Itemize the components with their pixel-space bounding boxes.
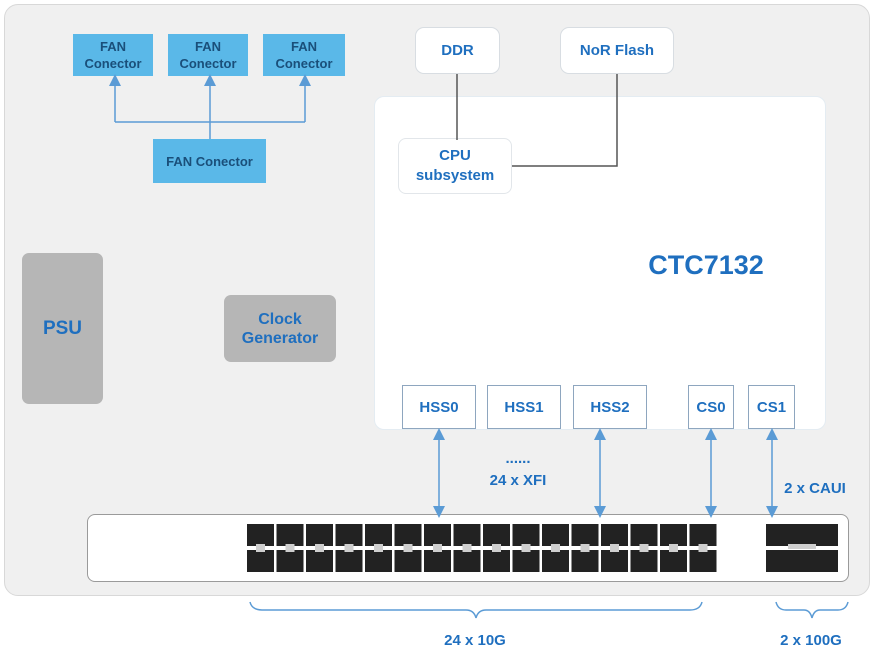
sfp-port-21 xyxy=(542,524,569,546)
sfp-latch xyxy=(344,544,354,548)
sfp-latch xyxy=(580,544,590,548)
sfp-port-11 xyxy=(394,524,422,546)
cpu-subsystem-block: CPU subsystem xyxy=(398,138,512,194)
sfp-port-26 xyxy=(601,550,628,572)
sfp-port-27 xyxy=(630,524,658,546)
sfp-port-6 xyxy=(306,550,333,572)
sfp-port-9 xyxy=(365,524,392,546)
sfp-port-31 xyxy=(689,524,717,546)
sfp-latch xyxy=(551,548,560,552)
sfp-port-29 xyxy=(660,524,687,546)
sfp-port-13 xyxy=(424,524,451,546)
sfp-latch xyxy=(433,548,442,552)
sfp-latch xyxy=(433,544,442,548)
sfp-latch xyxy=(698,548,708,552)
sfp-port-7 xyxy=(335,524,363,546)
sfp-latch xyxy=(403,544,413,548)
sfp-port-12 xyxy=(394,550,422,572)
sfp-latch xyxy=(698,544,708,548)
brace-10g xyxy=(249,601,703,619)
sfp-port-19 xyxy=(512,524,540,546)
sfp-port-8 xyxy=(335,550,363,572)
sfp-port-23 xyxy=(571,524,599,546)
ddr-block: DDR xyxy=(415,27,500,74)
sfp-port-10 xyxy=(365,550,392,572)
sfp-latch xyxy=(669,548,678,552)
sfp-latch xyxy=(344,548,354,552)
sfp-latch xyxy=(580,548,590,552)
sfp-port-24 xyxy=(571,550,599,572)
sfp-port-16 xyxy=(453,550,481,572)
sfp-latch xyxy=(521,548,531,552)
sfp-latch xyxy=(639,548,649,552)
port-cs1: CS1 xyxy=(748,385,795,429)
sfp-latch xyxy=(285,544,295,548)
sfp-port-32 xyxy=(689,550,717,572)
chip-title: CTC7132 xyxy=(648,250,764,280)
port-hss2: HSS2 xyxy=(573,385,647,429)
qsfp-port-1 xyxy=(766,524,838,546)
label-24-xfi: 24 x XFI xyxy=(489,472,547,489)
fan-connector-hub: FAN Conector xyxy=(153,139,266,183)
fan-connector-3: FAN Conector xyxy=(263,34,345,76)
qsfp-port-2 xyxy=(766,550,838,572)
brace-100g xyxy=(775,601,849,619)
sfp-port-28 xyxy=(630,550,658,572)
sfp-port-group xyxy=(247,524,717,572)
sfp-latch xyxy=(492,544,501,548)
sfp-latch xyxy=(492,548,501,552)
label-2-100g: 2 x 100G xyxy=(780,632,842,649)
sfp-port-2 xyxy=(247,550,274,572)
sfp-latch xyxy=(610,544,619,548)
fan-connector-1: FAN Conector xyxy=(73,34,153,76)
sfp-port-17 xyxy=(483,524,510,546)
sfp-latch xyxy=(256,544,265,548)
port-hss0: HSS0 xyxy=(402,385,476,429)
psu-block: PSU xyxy=(22,253,103,404)
sfp-latch xyxy=(315,548,324,552)
label-24-10g: 24 x 10G xyxy=(444,632,506,649)
label-dots: ...... xyxy=(505,450,531,467)
sfp-port-3 xyxy=(276,524,304,546)
sfp-latch xyxy=(256,548,265,552)
fan-connector-2: FAN Conector xyxy=(168,34,248,76)
sfp-latch xyxy=(403,548,413,552)
port-hss1: HSS1 xyxy=(487,385,561,429)
sfp-port-22 xyxy=(542,550,569,572)
sfp-port-25 xyxy=(601,524,628,546)
clock-generator-block: Clock Generator xyxy=(224,295,336,362)
sfp-port-15 xyxy=(453,524,481,546)
sfp-latch xyxy=(639,544,649,548)
sfp-latch xyxy=(521,544,531,548)
sfp-port-18 xyxy=(483,550,510,572)
qsfp-port-group xyxy=(766,524,838,572)
sfp-latch xyxy=(462,544,472,548)
flash-bus xyxy=(512,74,618,167)
sfp-latch xyxy=(285,548,295,552)
sfp-latch xyxy=(374,544,383,548)
port-cs0: CS0 xyxy=(688,385,734,429)
sfp-port-5 xyxy=(306,524,333,546)
sfp-port-30 xyxy=(660,550,687,572)
qsfp-latch xyxy=(788,544,816,549)
sfp-port-1 xyxy=(247,524,274,546)
label-2-caui: 2 x CAUI xyxy=(784,480,846,497)
sfp-latch xyxy=(374,548,383,552)
sfp-latch xyxy=(610,548,619,552)
sfp-latch xyxy=(315,544,324,548)
sfp-latch xyxy=(551,544,560,548)
sfp-port-20 xyxy=(512,550,540,572)
sfp-port-14 xyxy=(424,550,451,572)
sfp-latch xyxy=(669,544,678,548)
sfp-port-4 xyxy=(276,550,304,572)
sfp-latch xyxy=(462,548,472,552)
nor-flash-block: NoR Flash xyxy=(560,27,674,74)
